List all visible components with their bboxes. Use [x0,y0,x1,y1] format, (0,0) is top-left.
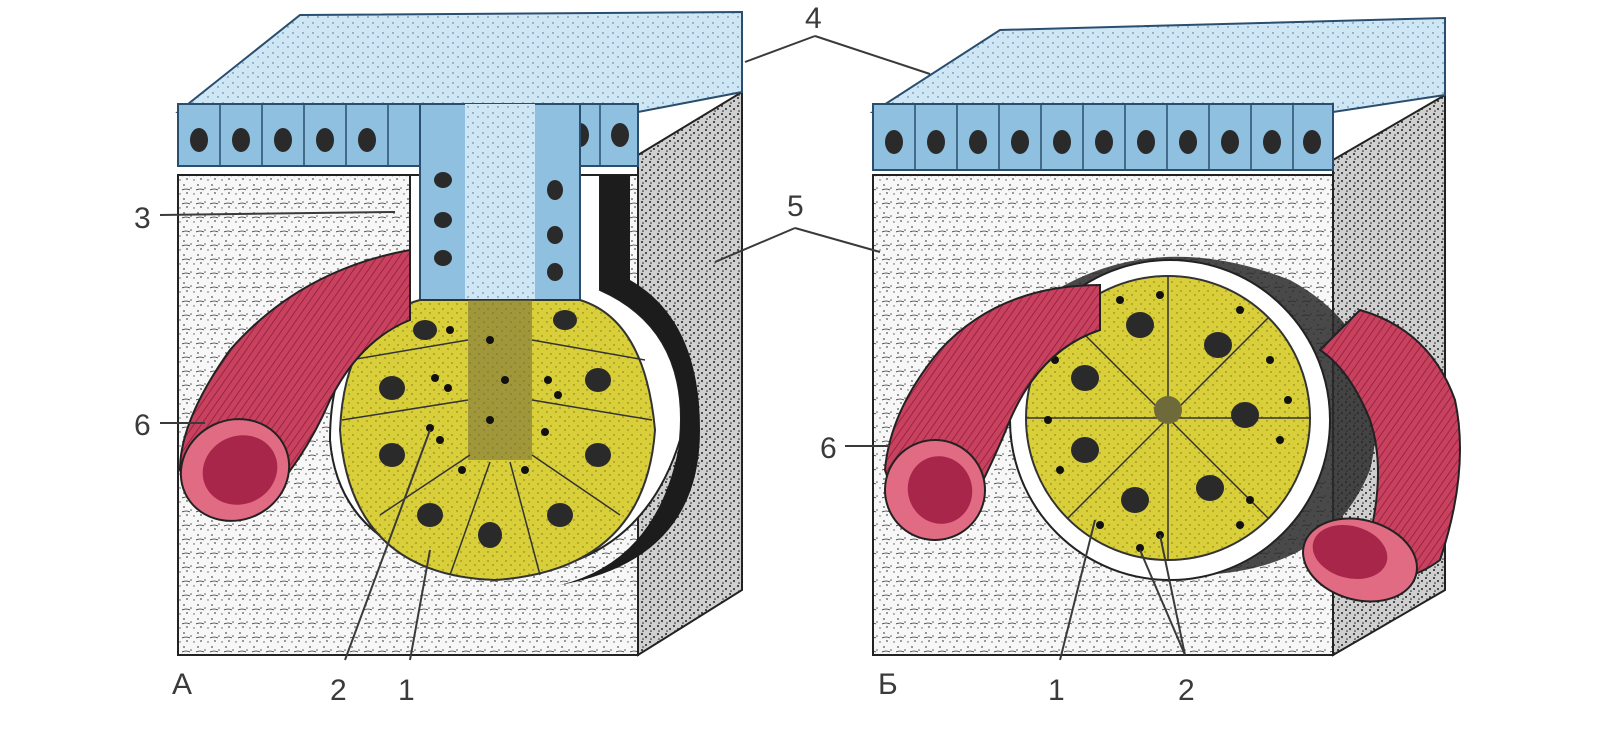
epithelium-nuclei-b [885,130,1321,154]
acinus-cell-borders-a [341,339,653,576]
panel-a [175,10,743,657]
panel-b [869,16,1461,657]
epithelium-cells-b [914,104,1294,170]
panel-letter-a: А [172,668,192,701]
epithelium-surface-b [869,16,1446,113]
acinus-lumen-a [468,300,532,460]
panel-letter-b: Б [878,668,898,701]
epithelium-surface [175,10,743,113]
vessel-lumen-a [202,435,278,505]
duct-nuclei [434,172,563,281]
secretory-granules-a [426,326,562,474]
label-3: 3 [134,202,151,235]
label-5: 5 [787,190,804,223]
acinus-nuclei-a [379,310,611,548]
label-6-a: 6 [134,409,151,442]
labels: 4 5 3 6 2 1 А 6 1 2 Б [134,2,1195,707]
leader-lines [159,35,1186,661]
label-1-a: 1 [398,674,415,707]
cavity-shadow [560,175,700,585]
label-2-b: 2 [1178,674,1195,707]
vessel-lumen-b-right [1312,525,1388,579]
acinus-nuclei-b [1071,312,1259,513]
label-2-a: 2 [330,674,347,707]
label-6-b: 6 [820,432,837,465]
epithelium-nuclei [190,123,629,152]
vessel-lumen-b-left [907,456,973,524]
acinus-lumen-b [1154,396,1182,424]
label-1-b: 1 [1048,674,1065,707]
label-4: 4 [805,2,822,35]
